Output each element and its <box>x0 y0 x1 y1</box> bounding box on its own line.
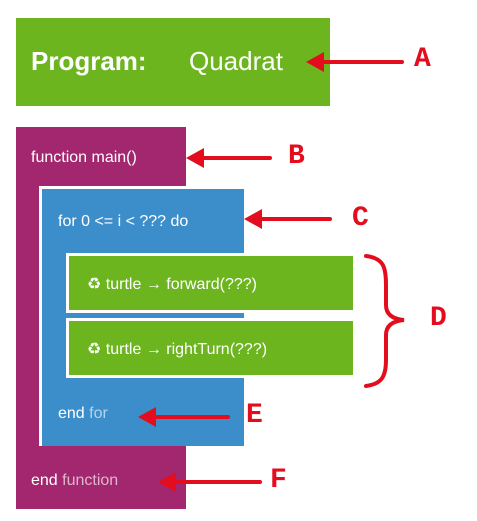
program-name: Quadrat <box>189 46 283 76</box>
function-end-suffix: function <box>62 472 119 489</box>
recycle-icon: ♻ <box>87 341 102 358</box>
arrow-e-head <box>138 407 156 427</box>
program-header: Program: Quadrat <box>16 18 330 106</box>
arrow-f-head <box>158 472 176 492</box>
callout-b: B <box>288 141 305 172</box>
for-end-keyword: end <box>58 405 85 422</box>
brace-d <box>364 254 405 388</box>
statement-forward: ♻ turtle → forward(???) <box>66 253 356 313</box>
callout-a: A <box>414 44 431 75</box>
program-keyword: Program: <box>31 46 147 76</box>
for-end-suffix: for <box>89 405 108 422</box>
for-loop-block: for 0 <= i < ??? do end for <box>39 186 244 446</box>
recycle-icon: ♻ <box>87 276 102 293</box>
statement-rightturn-text: turtle → rightTurn(???) <box>105 341 268 358</box>
statement-forward-label: ♻ turtle → forward(???) <box>87 274 257 294</box>
arrow-c-head <box>244 209 262 229</box>
callout-f: F <box>270 465 287 496</box>
function-end-keyword: end <box>31 472 58 489</box>
for-loop-end: end for <box>58 405 108 423</box>
callout-e: E <box>246 400 263 431</box>
callout-d: D <box>430 303 447 334</box>
for-loop-header: for 0 <= i < ??? do <box>58 213 189 230</box>
function-end: end function <box>31 472 118 490</box>
arrow-b-head <box>186 148 204 168</box>
callout-c: C <box>352 203 369 234</box>
function-header: function main() <box>31 149 137 166</box>
arrow-a-head <box>306 52 324 72</box>
statement-rightturn: ♻ turtle → rightTurn(???) <box>66 318 356 378</box>
statement-forward-text: turtle → forward(???) <box>105 276 257 293</box>
statement-rightturn-label: ♻ turtle → rightTurn(???) <box>87 339 267 359</box>
